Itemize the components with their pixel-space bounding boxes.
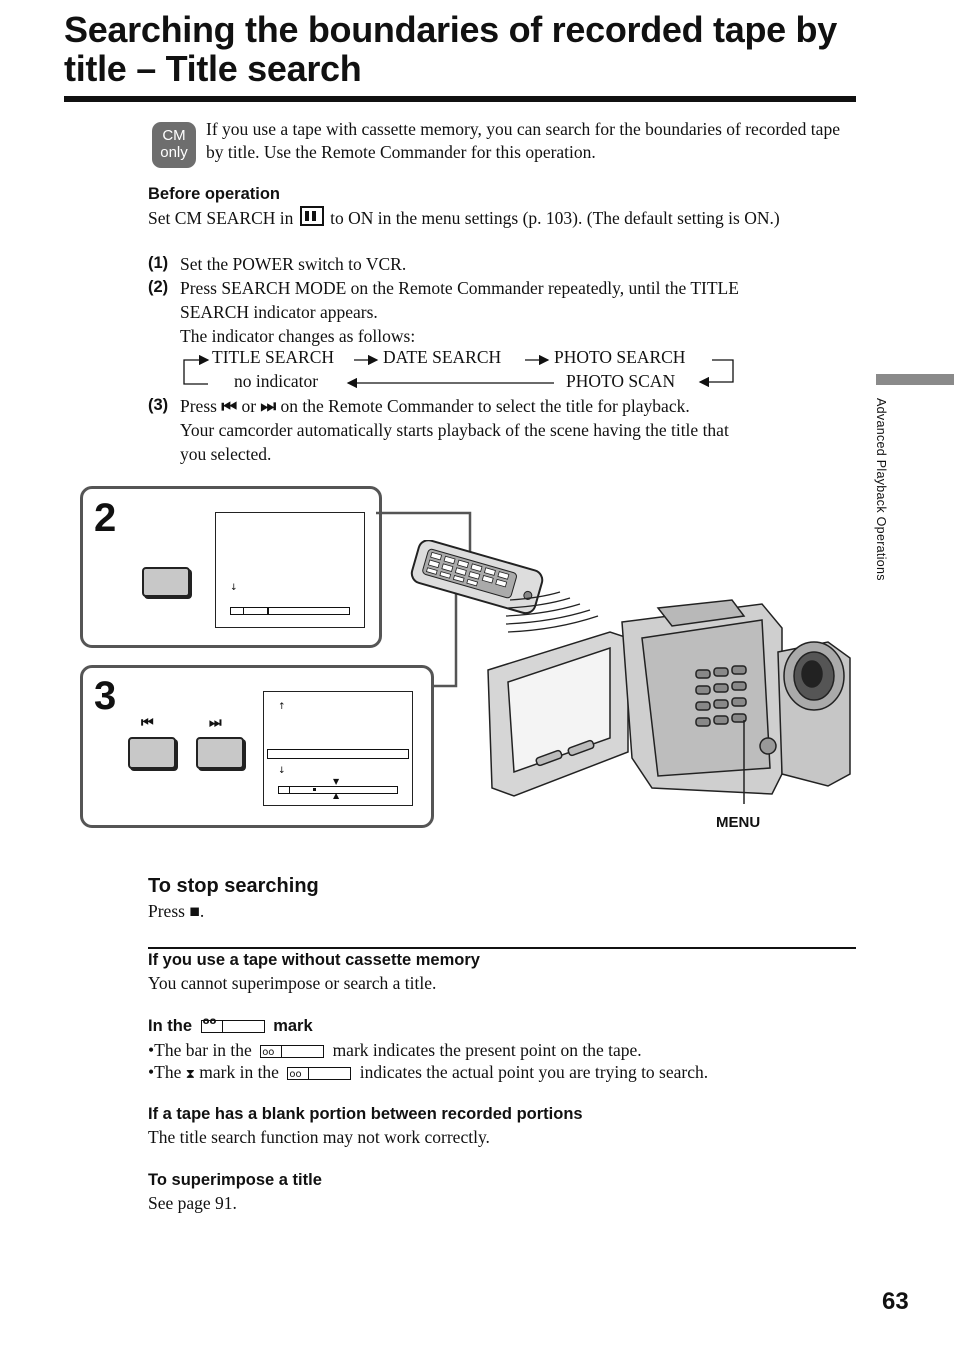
search-mode-button bbox=[142, 567, 190, 597]
stop-text: Press ■. bbox=[148, 901, 205, 921]
note-1-text: You cannot superimpose or search a title… bbox=[148, 973, 437, 993]
next-button bbox=[196, 737, 244, 769]
prev-icon: ⏮ bbox=[221, 397, 238, 417]
step-2-line-3: The indicator changes as follows: bbox=[180, 326, 416, 346]
panel-2-number: 2 bbox=[94, 496, 117, 540]
cycle-date-search: DATE SEARCH bbox=[383, 347, 502, 367]
intro-text: If you use a tape with cassette memory, … bbox=[206, 119, 840, 162]
cycle-title-search: TITLE SEARCH bbox=[212, 347, 335, 367]
note-3-text: The title search function may not work c… bbox=[148, 1127, 490, 1147]
bullet-1-before: The bar in the bbox=[154, 1040, 252, 1060]
title-rule bbox=[64, 96, 856, 102]
bullet-2-after: indicates the actual point you are tryin… bbox=[359, 1062, 709, 1082]
step-2-number: (2) bbox=[148, 278, 169, 296]
cm-badge-line1: CM bbox=[162, 127, 186, 144]
tape-mark-icon-2 bbox=[260, 1041, 325, 1064]
step-3-line-1: Press ⏮ or ⏭ on the Remote Commander to … bbox=[180, 395, 690, 419]
tape-mark-icon-3 bbox=[287, 1063, 352, 1086]
cycle-arrows bbox=[183, 354, 734, 389]
page-number: 63 bbox=[882, 1288, 909, 1315]
step-3-press: Press bbox=[180, 396, 217, 416]
note-2-heading-after: mark bbox=[273, 1017, 313, 1035]
cassette-memory-menu-icon bbox=[299, 206, 324, 226]
stop-heading: To stop searching bbox=[148, 875, 319, 897]
down-arrow-icon: ↓ bbox=[230, 583, 238, 593]
panel-2-screen: ↓ bbox=[215, 512, 365, 628]
connector-lines bbox=[376, 511, 472, 688]
tape-bar bbox=[230, 607, 350, 615]
title-bar bbox=[267, 749, 409, 759]
before-op-text-1: Set CM SEARCH in bbox=[148, 208, 294, 228]
cm-badge-line2: only bbox=[160, 144, 188, 161]
search-point-marker-bottom: ▲ bbox=[333, 791, 340, 800]
page-title: Searching the boundaries of recorded tap… bbox=[64, 9, 837, 89]
notes-rule bbox=[148, 947, 856, 949]
section-side-label: Advanced Playback Operations bbox=[870, 398, 892, 638]
note-2-bullet-2: •The ⧗ mark in the indicates the actual … bbox=[148, 1061, 708, 1086]
step-3-or: or bbox=[241, 396, 257, 416]
note-2-heading: In the mark bbox=[148, 1016, 313, 1036]
next-icon: ⏭ bbox=[260, 397, 277, 417]
bullet-2-before: The bbox=[154, 1062, 182, 1082]
step-3-number: (3) bbox=[148, 396, 169, 414]
camcorder-illustration bbox=[487, 599, 851, 804]
cm-only-badge: CM only bbox=[152, 122, 196, 168]
note-3-heading: If a tape has a blank portion between re… bbox=[148, 1105, 583, 1123]
step-3-rest: on the Remote Commander to select the ti… bbox=[280, 396, 690, 416]
note-2-bullet-1: •The bar in the mark indicates the prese… bbox=[148, 1039, 642, 1064]
prev-button bbox=[128, 737, 176, 769]
panel-3-screen: ↑ ↓ ▼ ▲ bbox=[263, 691, 413, 806]
cycle-no-indicator: no indicator bbox=[234, 371, 319, 391]
note-4-text: See page 91. bbox=[148, 1193, 237, 1213]
menu-label: MENU bbox=[716, 814, 761, 831]
step-3-line-2: Your camcorder automatically starts play… bbox=[180, 420, 729, 440]
search-point-icon: ⧗ bbox=[185, 1067, 195, 1082]
down-arrow-icon-2: ↓ bbox=[278, 766, 286, 776]
bullet-1-after: mark indicates the present point on the … bbox=[332, 1040, 642, 1060]
remote-commander bbox=[410, 540, 544, 615]
note-2-heading-before: In the bbox=[148, 1017, 192, 1035]
step-2-line-1: Press SEARCH MODE on the Remote Commande… bbox=[180, 278, 739, 298]
section-tab bbox=[876, 374, 954, 385]
step-1-number: (1) bbox=[148, 254, 169, 272]
prev-button-label: ⏮ bbox=[141, 715, 154, 731]
infrared-signal-waves bbox=[505, 591, 599, 633]
note-1-heading: If you use a tape without cassette memor… bbox=[148, 951, 480, 969]
note-4-heading: To superimpose a title bbox=[148, 1171, 322, 1189]
before-op-text-2: to ON in the menu settings (p. 103). (Th… bbox=[330, 208, 780, 228]
step-1-text: Set the POWER switch to VCR. bbox=[180, 254, 407, 274]
step-3-line-3: you selected. bbox=[180, 444, 272, 464]
bullet-2-middle: mark in the bbox=[199, 1062, 279, 1082]
up-arrow-icon: ↑ bbox=[278, 702, 286, 712]
tape-mark-icon bbox=[200, 1016, 265, 1034]
tape-bar-2 bbox=[278, 786, 398, 794]
cycle-photo-scan: PHOTO SCAN bbox=[566, 371, 676, 391]
panel-3-number: 3 bbox=[94, 674, 117, 718]
side-label-text: Advanced Playback Operations bbox=[874, 398, 888, 581]
next-button-label: ⏭ bbox=[209, 715, 222, 731]
cycle-photo-search: PHOTO SEARCH bbox=[554, 347, 686, 367]
search-point-marker-top: ▼ bbox=[333, 777, 340, 786]
step-2-line-2: SEARCH indicator appears. bbox=[180, 302, 378, 322]
before-operation-text: Set CM SEARCH in to ON in the menu setti… bbox=[148, 206, 868, 230]
before-operation-heading: Before operation bbox=[148, 185, 281, 203]
